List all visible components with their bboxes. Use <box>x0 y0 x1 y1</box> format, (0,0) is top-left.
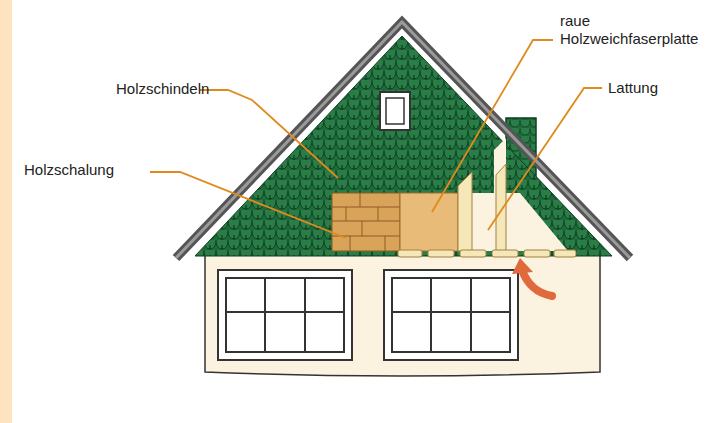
part-label: Holzschindeln <box>116 80 209 98</box>
part-label: Holzschalung <box>24 161 114 179</box>
part-label: raue Holzweichfaserplatte <box>560 12 690 48</box>
part-label: Lattung <box>608 79 658 97</box>
